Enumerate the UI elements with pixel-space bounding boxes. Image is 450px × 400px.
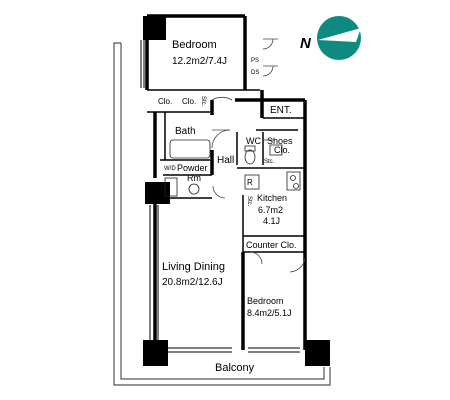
living-dining-label: Living Dining bbox=[162, 261, 225, 273]
bedroom1-size: 12.2m2/7.4J bbox=[172, 56, 227, 67]
bedroom2-size: 8.4m2/5.1J bbox=[247, 308, 292, 318]
storage-shoes-label: Stc. bbox=[264, 159, 275, 165]
storage-kitchen-label: Stc. bbox=[246, 196, 252, 207]
kitchen-size-1: 6.7m2 bbox=[258, 205, 283, 215]
shoes-label: Shoes bbox=[267, 136, 293, 146]
refrigerator-label: R bbox=[247, 178, 253, 187]
powder-room-label-2: Rm bbox=[187, 173, 201, 183]
bath-label: Bath bbox=[175, 126, 196, 137]
doors bbox=[211, 38, 306, 273]
living-dining-size: 20.8m2/12.6J bbox=[162, 277, 223, 288]
compass-needle-icon bbox=[318, 28, 361, 42]
balcony-outline bbox=[113, 42, 331, 386]
windows bbox=[140, 40, 300, 353]
kitchen-label: Kitchen bbox=[257, 193, 287, 203]
wd-label: W/D bbox=[164, 166, 176, 172]
hall-label: Hall bbox=[217, 155, 234, 166]
exterior-walls bbox=[145, 14, 307, 355]
ps-label: PS bbox=[251, 58, 259, 64]
entrance-label: ENT. bbox=[270, 105, 292, 116]
compass: N bbox=[300, 16, 361, 60]
bedroom2-label: Bedroom bbox=[247, 296, 284, 306]
ds-label: DS bbox=[251, 70, 259, 76]
kitchen-size-2: 4.1J bbox=[263, 216, 280, 226]
closet-b-label: Clo. bbox=[182, 97, 196, 106]
powder-room-label: Powder bbox=[177, 163, 208, 173]
wc-label: WC bbox=[246, 136, 261, 146]
balcony-label: Balcony bbox=[215, 362, 255, 374]
counter-closet-label: Counter Clo. bbox=[246, 240, 297, 250]
bedroom1-label: Bedroom bbox=[172, 39, 217, 51]
compass-north-letter: N bbox=[300, 35, 312, 52]
closet-a-label: Clo. bbox=[158, 97, 172, 106]
shoes-closet-label: Clo. bbox=[274, 145, 290, 155]
storage-top-label: Stc. bbox=[200, 96, 206, 107]
structural-columns bbox=[143, 16, 330, 366]
interior-walls bbox=[147, 89, 305, 253]
fixtures bbox=[164, 139, 301, 197]
